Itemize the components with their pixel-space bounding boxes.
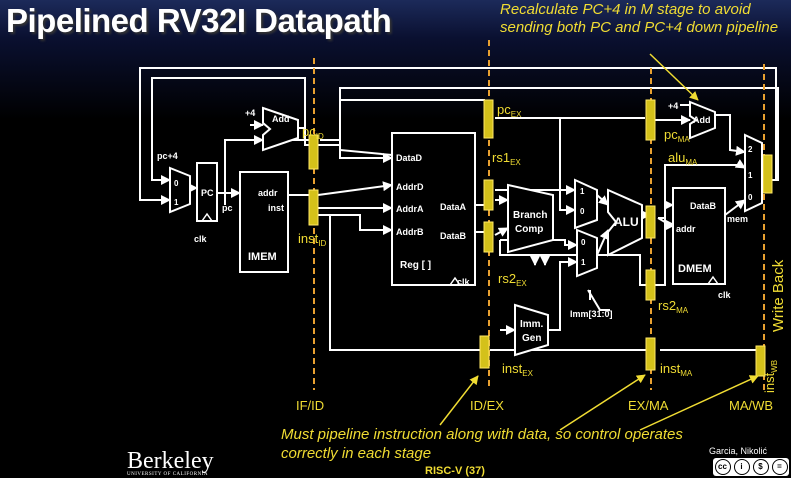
- author-credit: Garcia, Nikolić: [709, 446, 768, 456]
- svg-text:2: 2: [748, 145, 753, 154]
- stage-id-ex: ID/EX: [470, 398, 504, 413]
- blocks: [169, 100, 763, 357]
- svg-text:AddrA: AddrA: [396, 204, 424, 214]
- svg-text:clk: clk: [457, 277, 471, 287]
- svg-text:AddrD: AddrD: [396, 182, 424, 192]
- reg-label-pc-id: pcID: [302, 124, 324, 141]
- annotation-arrows: [439, 53, 759, 431]
- note-pipeline-instruction: Must pipeline instruction along with dat…: [281, 426, 683, 462]
- stage-if-id: IF/ID: [296, 398, 324, 413]
- imem-label: IMEM: [248, 251, 277, 263]
- svg-text:DataD: DataD: [396, 153, 423, 163]
- slide-title: Pipelined RV32I Datapath: [6, 2, 392, 39]
- note-recalculate-pc: Recalculate PC+4 in M stage to avoid sen…: [500, 1, 779, 36]
- dmem-label: DMEM: [678, 263, 712, 275]
- svg-text:+4: +4: [668, 101, 678, 111]
- register-labels: pcID instID pcEX rs1EX rs2EX instEX pcMA…: [298, 102, 779, 393]
- reg-label-inst-id: instID: [298, 231, 326, 248]
- add-label-ma: Add: [693, 115, 711, 125]
- clock-triangles: [201, 212, 719, 286]
- pipeline-registers: [308, 99, 773, 377]
- svg-text:DataB: DataB: [440, 231, 467, 241]
- reg-label-rs2-ex: rs2EX: [498, 271, 527, 288]
- pc-label: PC: [201, 188, 214, 198]
- add-label-if: Add: [272, 114, 290, 124]
- svg-text:addr: addr: [258, 188, 278, 198]
- pc-out-label: pc: [222, 203, 233, 213]
- reg-label-inst-ex: instEX: [502, 361, 534, 378]
- reg-label-inst-ma: instMA: [660, 361, 693, 378]
- wires: [139, 67, 779, 351]
- stage-labels: IF/ID ID/EX EX/MA MA/WB Write Back: [296, 259, 787, 413]
- stage-ex-ma: EX/MA: [628, 398, 669, 413]
- alu-label: ALU: [614, 215, 639, 229]
- reg-label-rs2-ma: rs2MA: [658, 298, 689, 315]
- reg-label-inst-wb: instWB: [762, 360, 779, 393]
- svg-text:0: 0: [174, 179, 179, 188]
- slide-number: RISC-V (37): [425, 465, 485, 477]
- svg-text:1: 1: [174, 198, 179, 207]
- svg-text:DataB: DataB: [690, 201, 717, 211]
- svg-text:AddrB: AddrB: [396, 227, 424, 237]
- plus4-label: +4: [245, 108, 255, 118]
- branch-comp-label-2: Comp: [515, 224, 543, 235]
- svg-text:1: 1: [581, 258, 586, 267]
- stage-ma-wb: MA/WB: [729, 398, 773, 413]
- pc4-label: pc+4: [157, 151, 178, 161]
- svg-text:mem: mem: [727, 214, 748, 224]
- reg-label-rs1-ex: rs1EX: [492, 150, 521, 167]
- svg-text:1: 1: [748, 171, 753, 180]
- svg-text:inst: inst: [268, 203, 284, 213]
- svg-text:clk: clk: [194, 234, 208, 244]
- svg-text:0: 0: [580, 207, 585, 216]
- diagram-labels: +4 Add pc+4 0 1 PC pc clk addr inst IMEM…: [157, 101, 753, 344]
- reg-label-pc-ma: pcMA: [664, 127, 690, 144]
- berkeley-logo: Berkeley UNIVERSITY OF CALIFORNIA: [127, 448, 214, 477]
- regfile-label: Reg [ ]: [400, 260, 431, 271]
- stage-write-back: Write Back: [770, 259, 787, 332]
- imm-gen-label-1: Imm.: [520, 319, 544, 330]
- branch-comp-label-1: Branch: [513, 210, 547, 221]
- svg-text:1: 1: [580, 187, 585, 196]
- reg-label-pc-ex: pcEX: [497, 102, 522, 119]
- svg-text:0: 0: [748, 193, 753, 202]
- svg-text:clk: clk: [718, 290, 732, 300]
- svg-text:DataA: DataA: [440, 202, 467, 212]
- imm-bits-label: Imm[31:0]: [570, 309, 613, 319]
- reg-label-alu-ma: aluMA: [668, 150, 698, 167]
- svg-text:0: 0: [581, 238, 586, 247]
- imm-gen-label-2: Gen: [522, 333, 541, 344]
- svg-text:addr: addr: [676, 224, 696, 234]
